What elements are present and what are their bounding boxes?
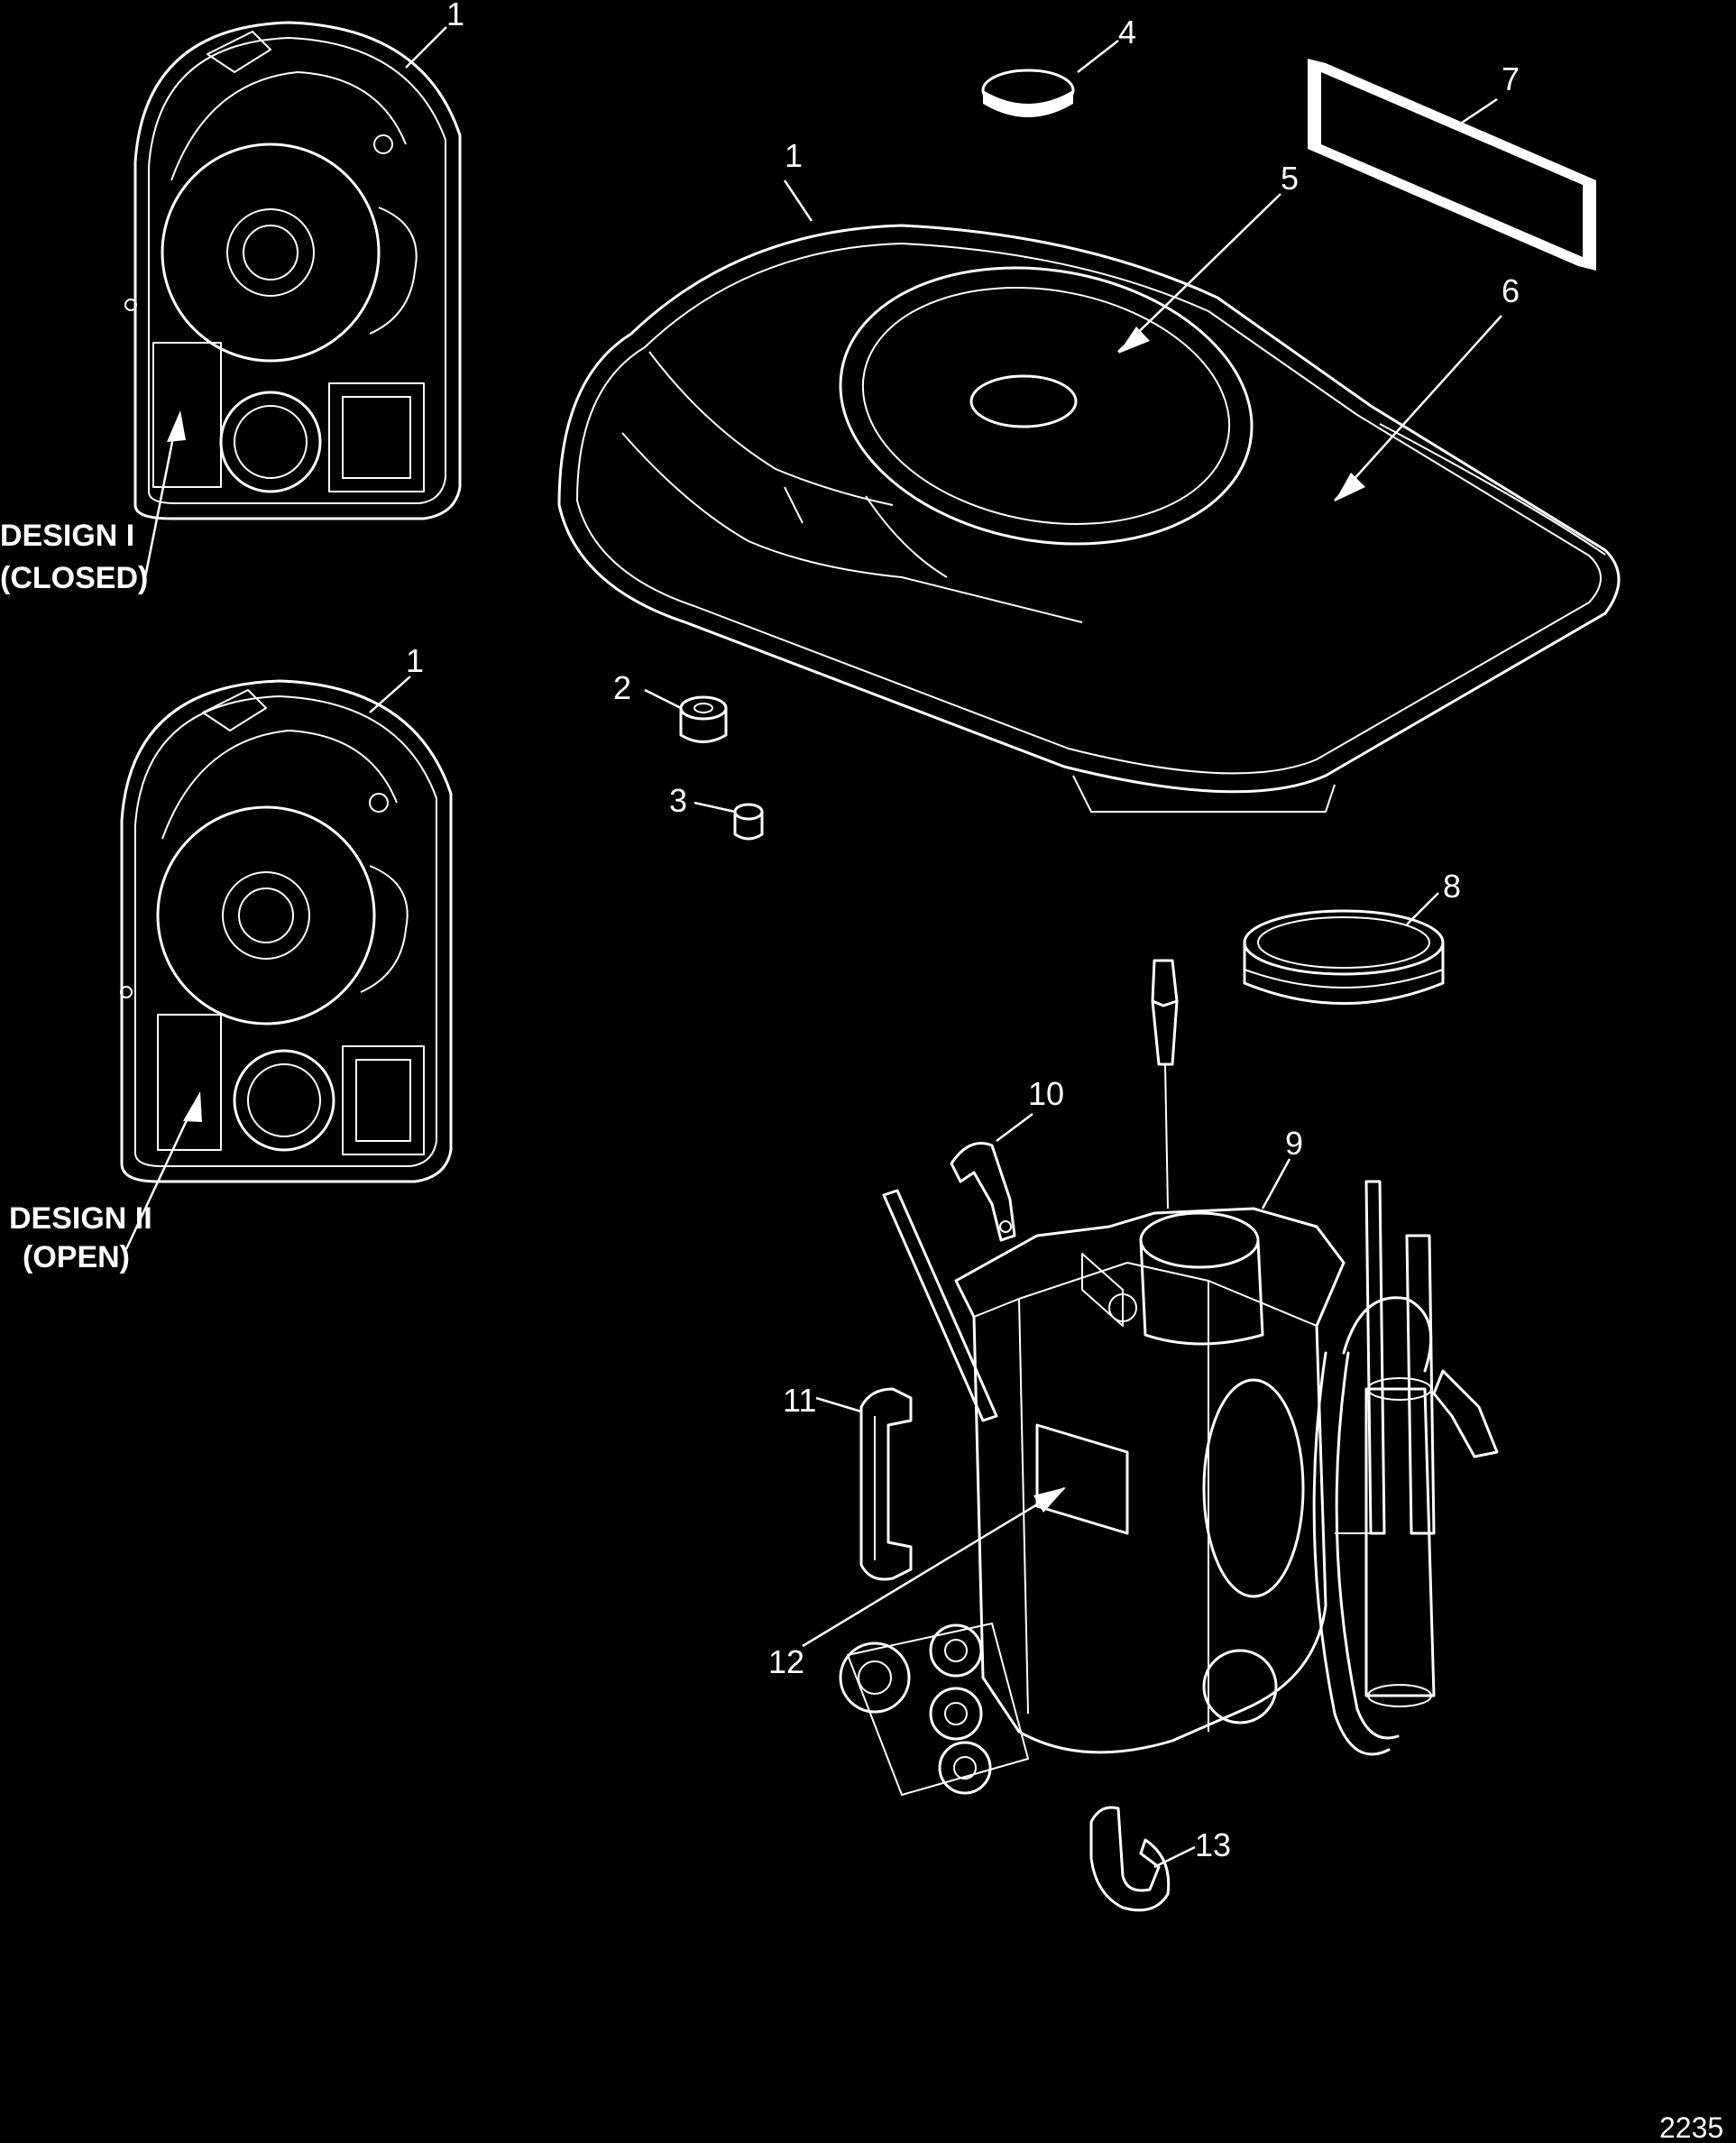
callout-8: 8 bbox=[1443, 868, 1461, 905]
part-seal-ring bbox=[1243, 909, 1445, 1005]
callout-10: 10 bbox=[1028, 1075, 1064, 1112]
callout-4: 4 bbox=[1118, 14, 1136, 51]
design1-label-line1: DESIGN I bbox=[0, 519, 134, 553]
arrow-design1 bbox=[167, 410, 186, 442]
callout-2: 2 bbox=[613, 669, 631, 706]
part-decal bbox=[1308, 59, 1596, 271]
cover-design-1 bbox=[124, 21, 462, 520]
part-clip bbox=[1089, 1806, 1171, 1912]
leader-c3 bbox=[693, 801, 736, 814]
leader-c13 bbox=[1153, 1845, 1196, 1869]
main-assembly bbox=[839, 959, 1499, 1796]
callout-12: 12 bbox=[768, 1643, 804, 1680]
callout-6: 6 bbox=[1502, 272, 1520, 309]
callout-9: 9 bbox=[1285, 1125, 1303, 1162]
leader-c1a bbox=[405, 26, 447, 69]
arrow-c6 bbox=[1335, 473, 1365, 501]
leader-design1 bbox=[142, 423, 178, 583]
callout-5: 5 bbox=[1281, 160, 1299, 197]
top-cover bbox=[557, 224, 1621, 813]
cover-design-2 bbox=[120, 679, 453, 1183]
leader-c12 bbox=[802, 1486, 1065, 1648]
part-cap bbox=[981, 69, 1075, 117]
arrow-c12 bbox=[1033, 1487, 1066, 1513]
design2-label-line1: DESIGN II bbox=[9, 1201, 152, 1236]
leader-c10 bbox=[996, 1113, 1033, 1142]
callout-3: 3 bbox=[669, 782, 687, 819]
leader-c5 bbox=[1117, 193, 1281, 353]
leader-c7 bbox=[1456, 97, 1498, 128]
leader-c11 bbox=[815, 1396, 862, 1413]
callout-1-design1: 1 bbox=[446, 0, 464, 32]
leader-c1b bbox=[369, 676, 411, 713]
design2-label-line2: (OPEN) bbox=[23, 1240, 130, 1274]
part-grommet bbox=[679, 695, 728, 743]
design1-label-line2: (CLOSED) bbox=[0, 561, 148, 595]
callout-1-cover: 1 bbox=[785, 137, 803, 174]
leader-c8 bbox=[1406, 892, 1439, 925]
leader-c1c bbox=[783, 179, 813, 222]
arrow-c5 bbox=[1118, 327, 1150, 354]
callout-13: 13 bbox=[1195, 1826, 1231, 1863]
leader-c6 bbox=[1334, 315, 1502, 501]
part-small-grommet bbox=[733, 803, 764, 841]
figure-number: 2235 bbox=[1659, 2111, 1723, 2143]
callout-1-design2: 1 bbox=[406, 642, 424, 679]
leader-c9 bbox=[1261, 1158, 1291, 1209]
leader-design2 bbox=[124, 1104, 196, 1250]
part-bracket-clip bbox=[950, 1142, 1016, 1242]
callout-7: 7 bbox=[1502, 60, 1520, 97]
callout-11: 11 bbox=[783, 1382, 816, 1419]
part-clamp bbox=[859, 1387, 913, 1581]
arrow-design2 bbox=[183, 1091, 202, 1122]
leader-c4 bbox=[1077, 40, 1119, 73]
leader-c2 bbox=[644, 688, 682, 710]
